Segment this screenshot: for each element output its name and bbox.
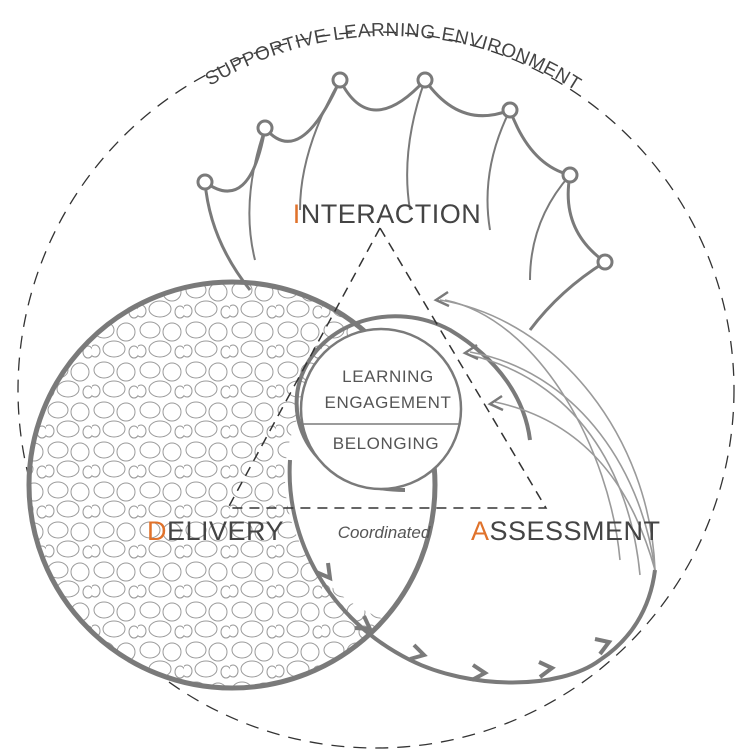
interaction-initial: I <box>293 199 301 229</box>
coordination-triangle <box>226 226 548 509</box>
arrowhead-4 <box>471 663 489 682</box>
arrowhead-5 <box>538 660 556 679</box>
interaction-rest: NTERACTION <box>301 199 482 229</box>
assessment-rest: SSESSMENT <box>490 516 661 546</box>
person-head-4 <box>416 71 434 89</box>
person-head-7 <box>596 253 614 271</box>
environment-boundary <box>17 31 735 749</box>
delivery-rest: ELIVERY <box>167 516 284 546</box>
person-head-2 <box>256 119 274 137</box>
coordinated-label: Coordinated <box>338 523 431 542</box>
person-head-3 <box>331 71 349 89</box>
delivery-label: DELIVERY <box>147 516 284 546</box>
person-head-5 <box>501 101 519 119</box>
delivery-circle <box>26 279 438 691</box>
assessment-initial: A <box>471 516 490 546</box>
center-engagement: ENGAGEMENT <box>325 393 452 412</box>
arc-arrow-1 <box>433 290 450 308</box>
delivery-initial: D <box>147 516 167 546</box>
interaction-label: INTERACTION <box>293 199 482 229</box>
arrowhead-3 <box>409 643 428 661</box>
center-circle <box>299 327 463 491</box>
arrowhead-1 <box>315 562 333 582</box>
center-learning: LEARNING <box>342 367 434 386</box>
person-head-1 <box>196 173 214 191</box>
arc-arrow-3 <box>487 394 504 412</box>
person-head-6 <box>561 166 579 184</box>
center-belonging: BELONGING <box>333 434 439 453</box>
arrowhead-2 <box>354 615 374 632</box>
arrowhead-6 <box>594 637 613 656</box>
feedback-arcs <box>433 290 656 576</box>
interaction-crown <box>196 71 614 331</box>
environment-label: SUPPORTIVE LEARNING ENVIRONMENT <box>202 20 585 96</box>
assessment-label: ASSESSMENT <box>471 516 661 546</box>
arc-arrow-2 <box>462 343 479 361</box>
